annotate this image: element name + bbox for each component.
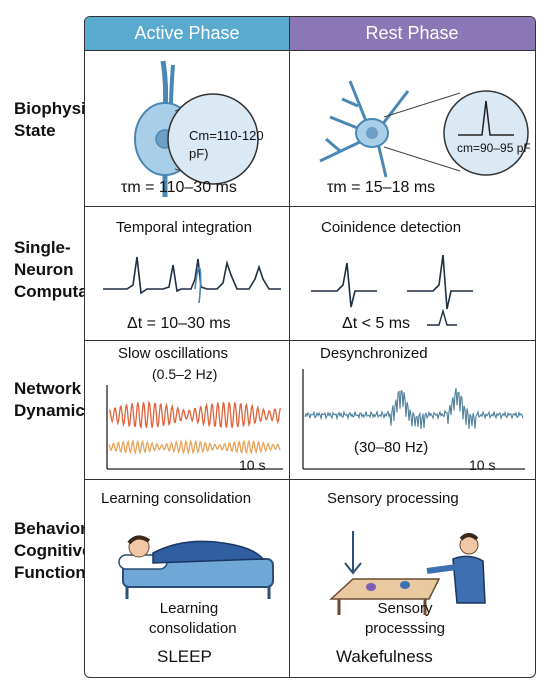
header-rest-phase: Rest Phase [289, 17, 535, 50]
column-divider [289, 17, 290, 677]
row-divider [85, 50, 535, 51]
active-time-constant: τm = 110–30 ms [121, 179, 237, 196]
row-divider [85, 206, 535, 207]
coincidence-detection-trace [311, 254, 473, 326]
rest-neuron-illustration [319, 80, 529, 178]
active-membrane-capacitance: Cm=110-120 pF) [189, 128, 264, 161]
temporal-integration-trace [103, 256, 281, 304]
desynchronized-plot [302, 369, 525, 470]
rest-time-constant: τm = 15–18 ms [327, 179, 436, 196]
learning-consolidation-title: Learning consolidation [101, 490, 252, 507]
comparison-table: Active Phase Rest Phase Cm=110-120 pF) τ… [84, 16, 536, 678]
row-label-network: Network Dynamics [14, 379, 95, 420]
desynchronized-title: Desynchronized [320, 345, 428, 362]
awake-person-at-table-icon [329, 531, 486, 615]
slow-oscillations-title: Slow oscillations [118, 345, 229, 362]
slow-oscillation-plot [106, 385, 283, 470]
active-computation-title: Temporal integration [116, 219, 252, 236]
header-active-phase: Active Phase [85, 17, 289, 50]
row-label-single-neuron: Single- Neuron Computation [14, 238, 119, 301]
active-time-scale: 10 s [239, 457, 266, 473]
learning-consolidation-caption: Learning consolidation [149, 600, 237, 637]
sensory-processing-title: Sensory processing [327, 490, 459, 507]
slow-oscillations-range: (0.5–2 Hz) [152, 366, 218, 382]
active-delta-t: Δt = 10–30 ms [127, 315, 231, 332]
row-label-behavioral: Behavioral/ Cognitive Function [14, 519, 106, 582]
sleep-state-label: SLEEP [157, 647, 212, 666]
wakefulness-state-label: Wakefulness [336, 647, 433, 666]
rest-delta-t: Δt < 5 ms [342, 315, 411, 332]
rest-membrane-capacitance: cm=90–95 pF [457, 141, 531, 155]
rest-time-scale: 10 s [469, 457, 496, 473]
row-divider [85, 479, 535, 480]
active-neuron-illustration [134, 60, 259, 197]
sensory-processing-caption: Sensory processsing [364, 600, 446, 637]
sleeping-person-icon [118, 535, 274, 599]
desynchronized-range: (30–80 Hz) [354, 439, 429, 456]
rest-computation-title: Coinidence detection [321, 219, 462, 236]
row-divider [85, 340, 535, 341]
